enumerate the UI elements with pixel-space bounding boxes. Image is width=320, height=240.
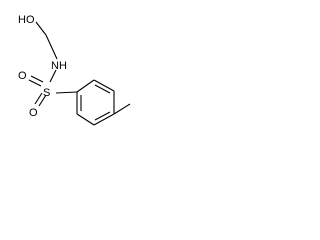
- ring-bond-2: [93, 79, 115, 92]
- bond-hydroxyl-methylene: [35, 21, 47, 36]
- hydroxyl-label: HO: [18, 14, 35, 26]
- ring-bond-1: [76, 79, 95, 93]
- bond-methylene-nitrogen: [45, 34, 58, 60]
- bond-sulfur-oxygen-bottom-a: [34, 92, 43, 105]
- ring-bond-5: [76, 113, 95, 126]
- sulfur-label: S: [43, 87, 50, 99]
- bond-nitrogen-sulfur: [49, 69, 57, 83]
- chemical-structure-diagram: HO NH S O O: [18, 14, 131, 126]
- amine-label: NH: [51, 60, 67, 72]
- oxygen-top-label: O: [18, 70, 27, 82]
- bond-sulfur-oxygen-top-b: [28, 79, 42, 87]
- bond-sulfur-ring: [55, 91, 78, 94]
- bonds: [28, 21, 131, 126]
- ring-bond-4: [93, 113, 115, 126]
- ring-inner-bond-2: [94, 111, 111, 121]
- bond-sulfur-oxygen-top-a: [30, 75, 44, 83]
- oxygen-bottom-label: O: [29, 107, 38, 119]
- bond-ring-methyl: [113, 103, 131, 115]
- atom-labels: HO NH S O O: [18, 14, 67, 119]
- bond-sulfur-oxygen-bottom-b: [38, 94, 47, 107]
- ring-inner-bond-1: [94, 84, 111, 94]
